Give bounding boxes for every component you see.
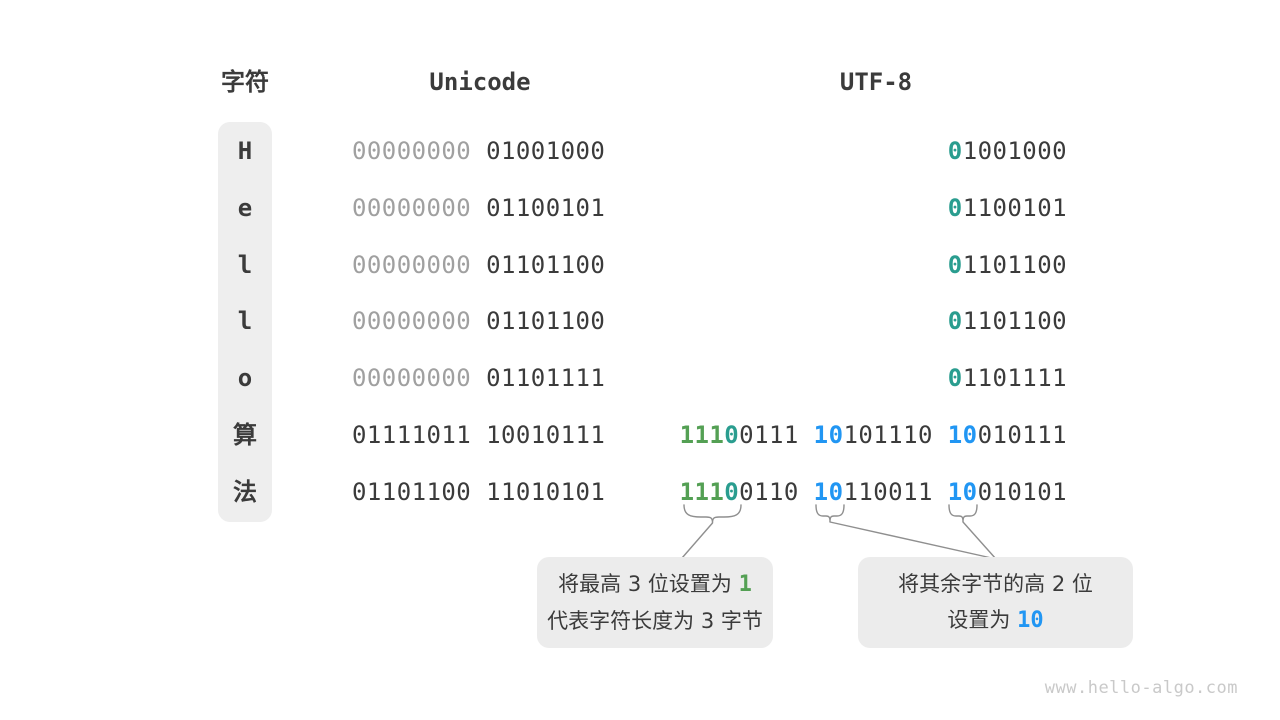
bit-segment: 将其余字节的高 2 位	[898, 572, 1093, 596]
bit-segment: 01100101	[486, 194, 606, 222]
bit-segment: 1101111	[962, 364, 1067, 392]
bit-segment: 010111	[977, 421, 1067, 449]
callout-text-line: 将其余字节的高 2 位	[898, 566, 1093, 602]
bit-segment: 0	[947, 137, 963, 165]
unicode-binary: 00000000 01101100	[352, 306, 605, 336]
unicode-binary: 00000000 01100101	[352, 193, 605, 223]
unicode-binary: 00000000 01101100	[352, 250, 605, 280]
callout-text-line: 将最高 3 位设置为 1	[558, 566, 752, 603]
underbrace-1110-icon	[683, 504, 742, 524]
utf8-binary: 01100101	[948, 193, 1067, 223]
character-cell: e	[237, 194, 253, 222]
bit-segment: 将最高 3 位设置为	[558, 572, 739, 596]
bit-segment: 00000000	[352, 307, 487, 335]
connector-line-left	[681, 522, 714, 559]
bit-segment: 1	[738, 572, 752, 597]
bit-segment: 1101100	[962, 307, 1067, 335]
utf8-binary: 11100110 10110011 10010101	[680, 477, 1067, 507]
bit-segment: 0	[947, 251, 963, 279]
utf8-binary: 11100111 10101110 10010111	[680, 420, 1067, 450]
underbrace-10-byte3-icon	[948, 504, 978, 523]
bit-segment: 1101100	[962, 251, 1067, 279]
callout-text-line: 设置为 10	[947, 602, 1043, 639]
bit-segment: 01101100	[486, 251, 606, 279]
bit-segment: 010101	[977, 478, 1067, 506]
bit-segment: 00000000	[352, 251, 487, 279]
bit-segment: 0	[947, 307, 963, 335]
character-cell: 算	[233, 421, 257, 449]
unicode-binary: 01111011 10010111	[352, 420, 605, 450]
callout-text-line: 代表字符长度为 3 字节	[547, 603, 763, 639]
callout-continuation-bits: 将其余字节的高 2 位设置为 10	[858, 557, 1133, 648]
character-cell: 法	[233, 478, 257, 506]
utf8-binary: 01101100	[948, 250, 1067, 280]
bit-segment: 10	[813, 421, 844, 449]
bit-segment: 10	[947, 421, 978, 449]
bit-segment: 0	[724, 478, 740, 506]
bit-segment: 10	[1017, 608, 1044, 633]
bit-segment: 00000000	[352, 364, 487, 392]
bit-segment: 0	[724, 421, 740, 449]
character-column-pill	[218, 122, 272, 522]
bit-segment: 10	[947, 478, 978, 506]
bit-segment: 01101111	[486, 364, 606, 392]
watermark: www.hello-algo.com	[1044, 678, 1238, 698]
character-cell: o	[237, 364, 253, 392]
unicode-binary: 00000000 01001000	[352, 136, 605, 166]
utf8-binary: 01101100	[948, 306, 1067, 336]
callout-high-bits: 将最高 3 位设置为 1 代表字符长度为 3 字节	[537, 557, 773, 648]
unicode-binary: 00000000 01101111	[352, 363, 605, 393]
bit-segment: 00000000	[352, 194, 487, 222]
bit-segment: 01111011 10010111	[352, 421, 606, 449]
character-cell: H	[237, 137, 253, 165]
connector-line-mid	[829, 521, 997, 560]
bit-segment: 代表字符长度为 3 字节	[547, 609, 763, 633]
bit-segment: 111	[679, 478, 725, 506]
bit-segment: 110011	[843, 478, 948, 506]
bit-segment: 0	[947, 364, 963, 392]
bit-segment: 设置为	[947, 608, 1018, 632]
bit-segment: 01001000	[486, 137, 606, 165]
bit-segment: 01101100	[486, 307, 606, 335]
bit-segment: 1100101	[962, 194, 1067, 222]
bit-segment: 01101100 11010101	[352, 478, 606, 506]
connector-line-right	[962, 521, 997, 560]
character-cell: l	[237, 307, 253, 335]
bit-segment: 10	[813, 478, 844, 506]
utf8-column-header: UTF-8	[839, 68, 913, 96]
underbrace-10-byte2-icon	[815, 504, 845, 523]
bit-segment: 1001000	[962, 137, 1067, 165]
utf8-binary: 01101111	[948, 363, 1067, 393]
bit-segment: 0	[947, 194, 963, 222]
unicode-binary: 01101100 11010101	[352, 477, 605, 507]
character-cell: l	[237, 251, 253, 279]
bit-segment: 101110	[843, 421, 948, 449]
char-column-header: 字符	[221, 68, 269, 96]
bit-segment: 0110	[739, 478, 814, 506]
utf8-binary: 01001000	[948, 136, 1067, 166]
bit-segment: 00000000	[352, 137, 487, 165]
bit-segment: 111	[679, 421, 725, 449]
bit-segment: 0111	[739, 421, 814, 449]
unicode-column-header: Unicode	[429, 68, 531, 96]
